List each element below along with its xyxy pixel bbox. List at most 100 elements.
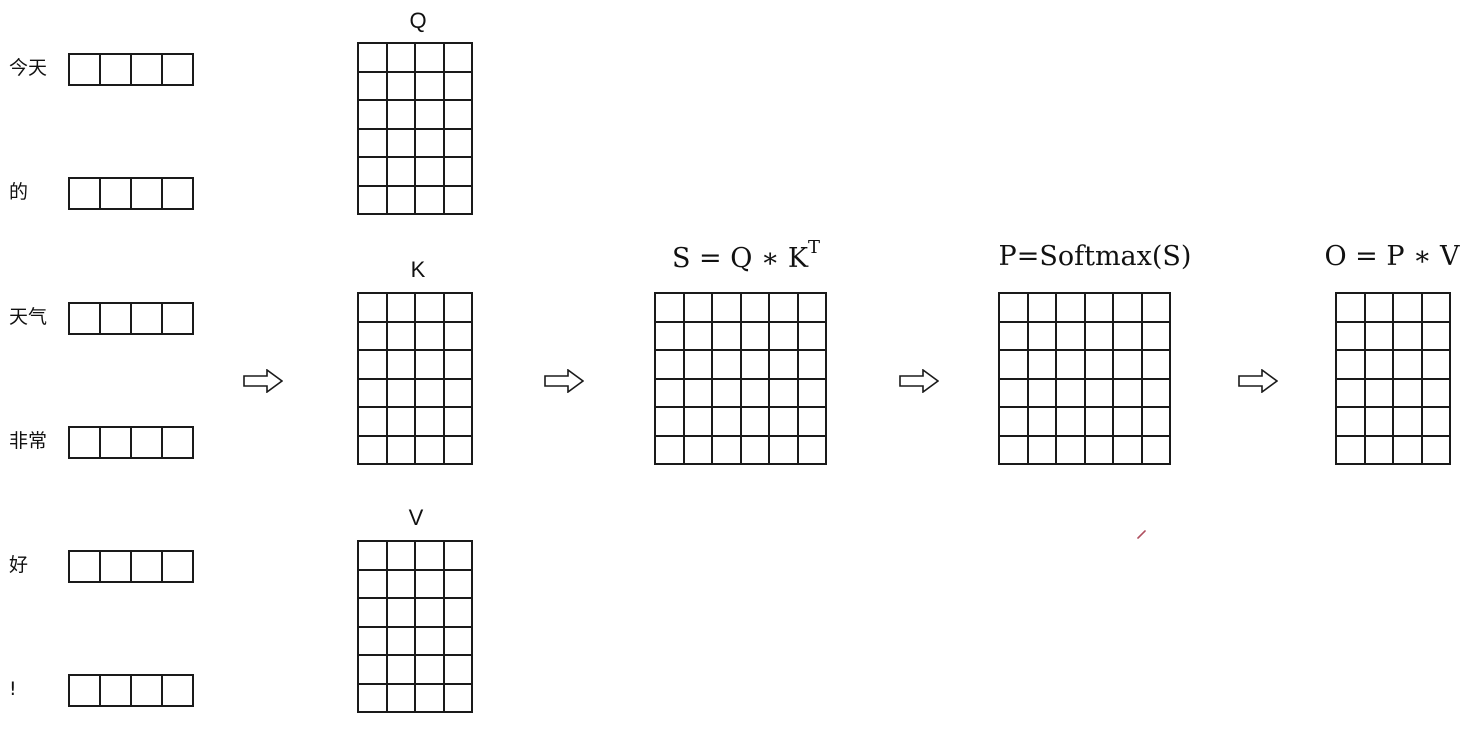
matrix-cell xyxy=(387,351,416,380)
matrix-cell xyxy=(1057,379,1086,408)
matrix-cell xyxy=(684,351,713,380)
matrix-cell xyxy=(387,684,416,713)
matrix-cell xyxy=(416,379,445,408)
matrix-cell xyxy=(416,72,445,101)
matrix-cell xyxy=(713,351,742,380)
matrix-cell xyxy=(444,44,473,73)
matrix-cell xyxy=(359,542,388,571)
matrix-cell xyxy=(359,684,388,713)
matrix-cell xyxy=(387,72,416,101)
matrix-cell xyxy=(416,101,445,130)
matrix-cell xyxy=(1337,408,1366,437)
vector-cell xyxy=(70,55,101,86)
matrix-cell xyxy=(1085,322,1114,351)
matrix-cell xyxy=(656,436,685,465)
matrix-cell xyxy=(1422,322,1451,351)
vector-cell xyxy=(163,552,194,583)
matrix-cell xyxy=(444,101,473,130)
matrix-cell xyxy=(444,684,473,713)
matrix-cell xyxy=(1142,294,1171,323)
matrix-cell xyxy=(1142,322,1171,351)
matrix-cell xyxy=(359,44,388,73)
matrix-cell xyxy=(1057,322,1086,351)
matrix-cell xyxy=(416,129,445,158)
matrix-cell xyxy=(1085,436,1114,465)
matrix-cell xyxy=(656,294,685,323)
matrix-cell xyxy=(444,599,473,628)
matrix-cell xyxy=(1337,294,1366,323)
matrix-cell xyxy=(713,379,742,408)
matrix-cell xyxy=(684,436,713,465)
matrix-cell xyxy=(1028,408,1057,437)
matrix-cell xyxy=(770,351,799,380)
matrix-cell xyxy=(1365,436,1394,465)
matrix-cell xyxy=(387,129,416,158)
matrix-cell xyxy=(359,351,388,380)
matrix-cell xyxy=(444,379,473,408)
v-matrix xyxy=(357,540,473,713)
matrix-cell xyxy=(444,186,473,215)
matrix-cell xyxy=(741,351,770,380)
vector-cell xyxy=(163,428,194,459)
matrix-cell xyxy=(387,379,416,408)
matrix-cell xyxy=(416,627,445,656)
matrix-cell xyxy=(359,379,388,408)
p-formula: P=Softmax(S) xyxy=(998,241,1192,272)
matrix-cell xyxy=(798,436,827,465)
matrix-cell xyxy=(1365,351,1394,380)
matrix-cell xyxy=(1028,294,1057,323)
matrix-cell xyxy=(741,436,770,465)
matrix-cell xyxy=(656,408,685,437)
matrix-cell xyxy=(1085,408,1114,437)
vector-cell xyxy=(163,304,194,335)
matrix-cell xyxy=(741,379,770,408)
matrix-cell xyxy=(444,129,473,158)
matrix-cell xyxy=(770,379,799,408)
matrix-cell xyxy=(684,294,713,323)
matrix-cell xyxy=(359,294,388,323)
matrix-cell xyxy=(1337,322,1366,351)
matrix-cell xyxy=(1365,408,1394,437)
matrix-cell xyxy=(798,351,827,380)
matrix-cell xyxy=(1394,322,1423,351)
pen-cursor-icon xyxy=(1137,530,1146,539)
matrix-cell xyxy=(1085,294,1114,323)
vector-cell xyxy=(101,304,132,335)
matrix-cell xyxy=(387,570,416,599)
matrix-cell xyxy=(1028,351,1057,380)
matrix-cell xyxy=(416,542,445,571)
o-formula: O = P ∗ V xyxy=(1324,241,1460,272)
matrix-cell xyxy=(1000,379,1029,408)
s-formula-main: S = Q ∗ K xyxy=(671,243,809,274)
matrix-cell xyxy=(416,408,445,437)
matrix-cell xyxy=(1394,436,1423,465)
matrix-cell xyxy=(1000,436,1029,465)
matrix-cell xyxy=(1085,351,1114,380)
q-matrix xyxy=(357,42,473,215)
matrix-cell xyxy=(1422,351,1451,380)
matrix-cell xyxy=(1365,322,1394,351)
matrix-cell xyxy=(1365,379,1394,408)
token-vector-1 xyxy=(68,177,194,210)
matrix-cell xyxy=(416,436,445,465)
matrix-cell xyxy=(684,408,713,437)
matrix-cell xyxy=(1337,351,1366,380)
matrix-cell xyxy=(713,294,742,323)
matrix-cell xyxy=(1114,294,1143,323)
matrix-cell xyxy=(444,72,473,101)
matrix-cell xyxy=(416,158,445,187)
matrix-cell xyxy=(1394,379,1423,408)
matrix-cell xyxy=(387,186,416,215)
matrix-cell xyxy=(444,570,473,599)
matrix-cell xyxy=(416,570,445,599)
matrix-cell xyxy=(359,599,388,628)
matrix-cell xyxy=(770,294,799,323)
matrix-cell xyxy=(416,186,445,215)
vector-cell xyxy=(132,179,163,210)
matrix-cell xyxy=(444,656,473,685)
matrix-cell xyxy=(1394,408,1423,437)
matrix-cell xyxy=(444,351,473,380)
matrix-cell xyxy=(1000,408,1029,437)
matrix-cell xyxy=(1000,322,1029,351)
s-formula: S = Q ∗ KT xyxy=(671,237,820,274)
